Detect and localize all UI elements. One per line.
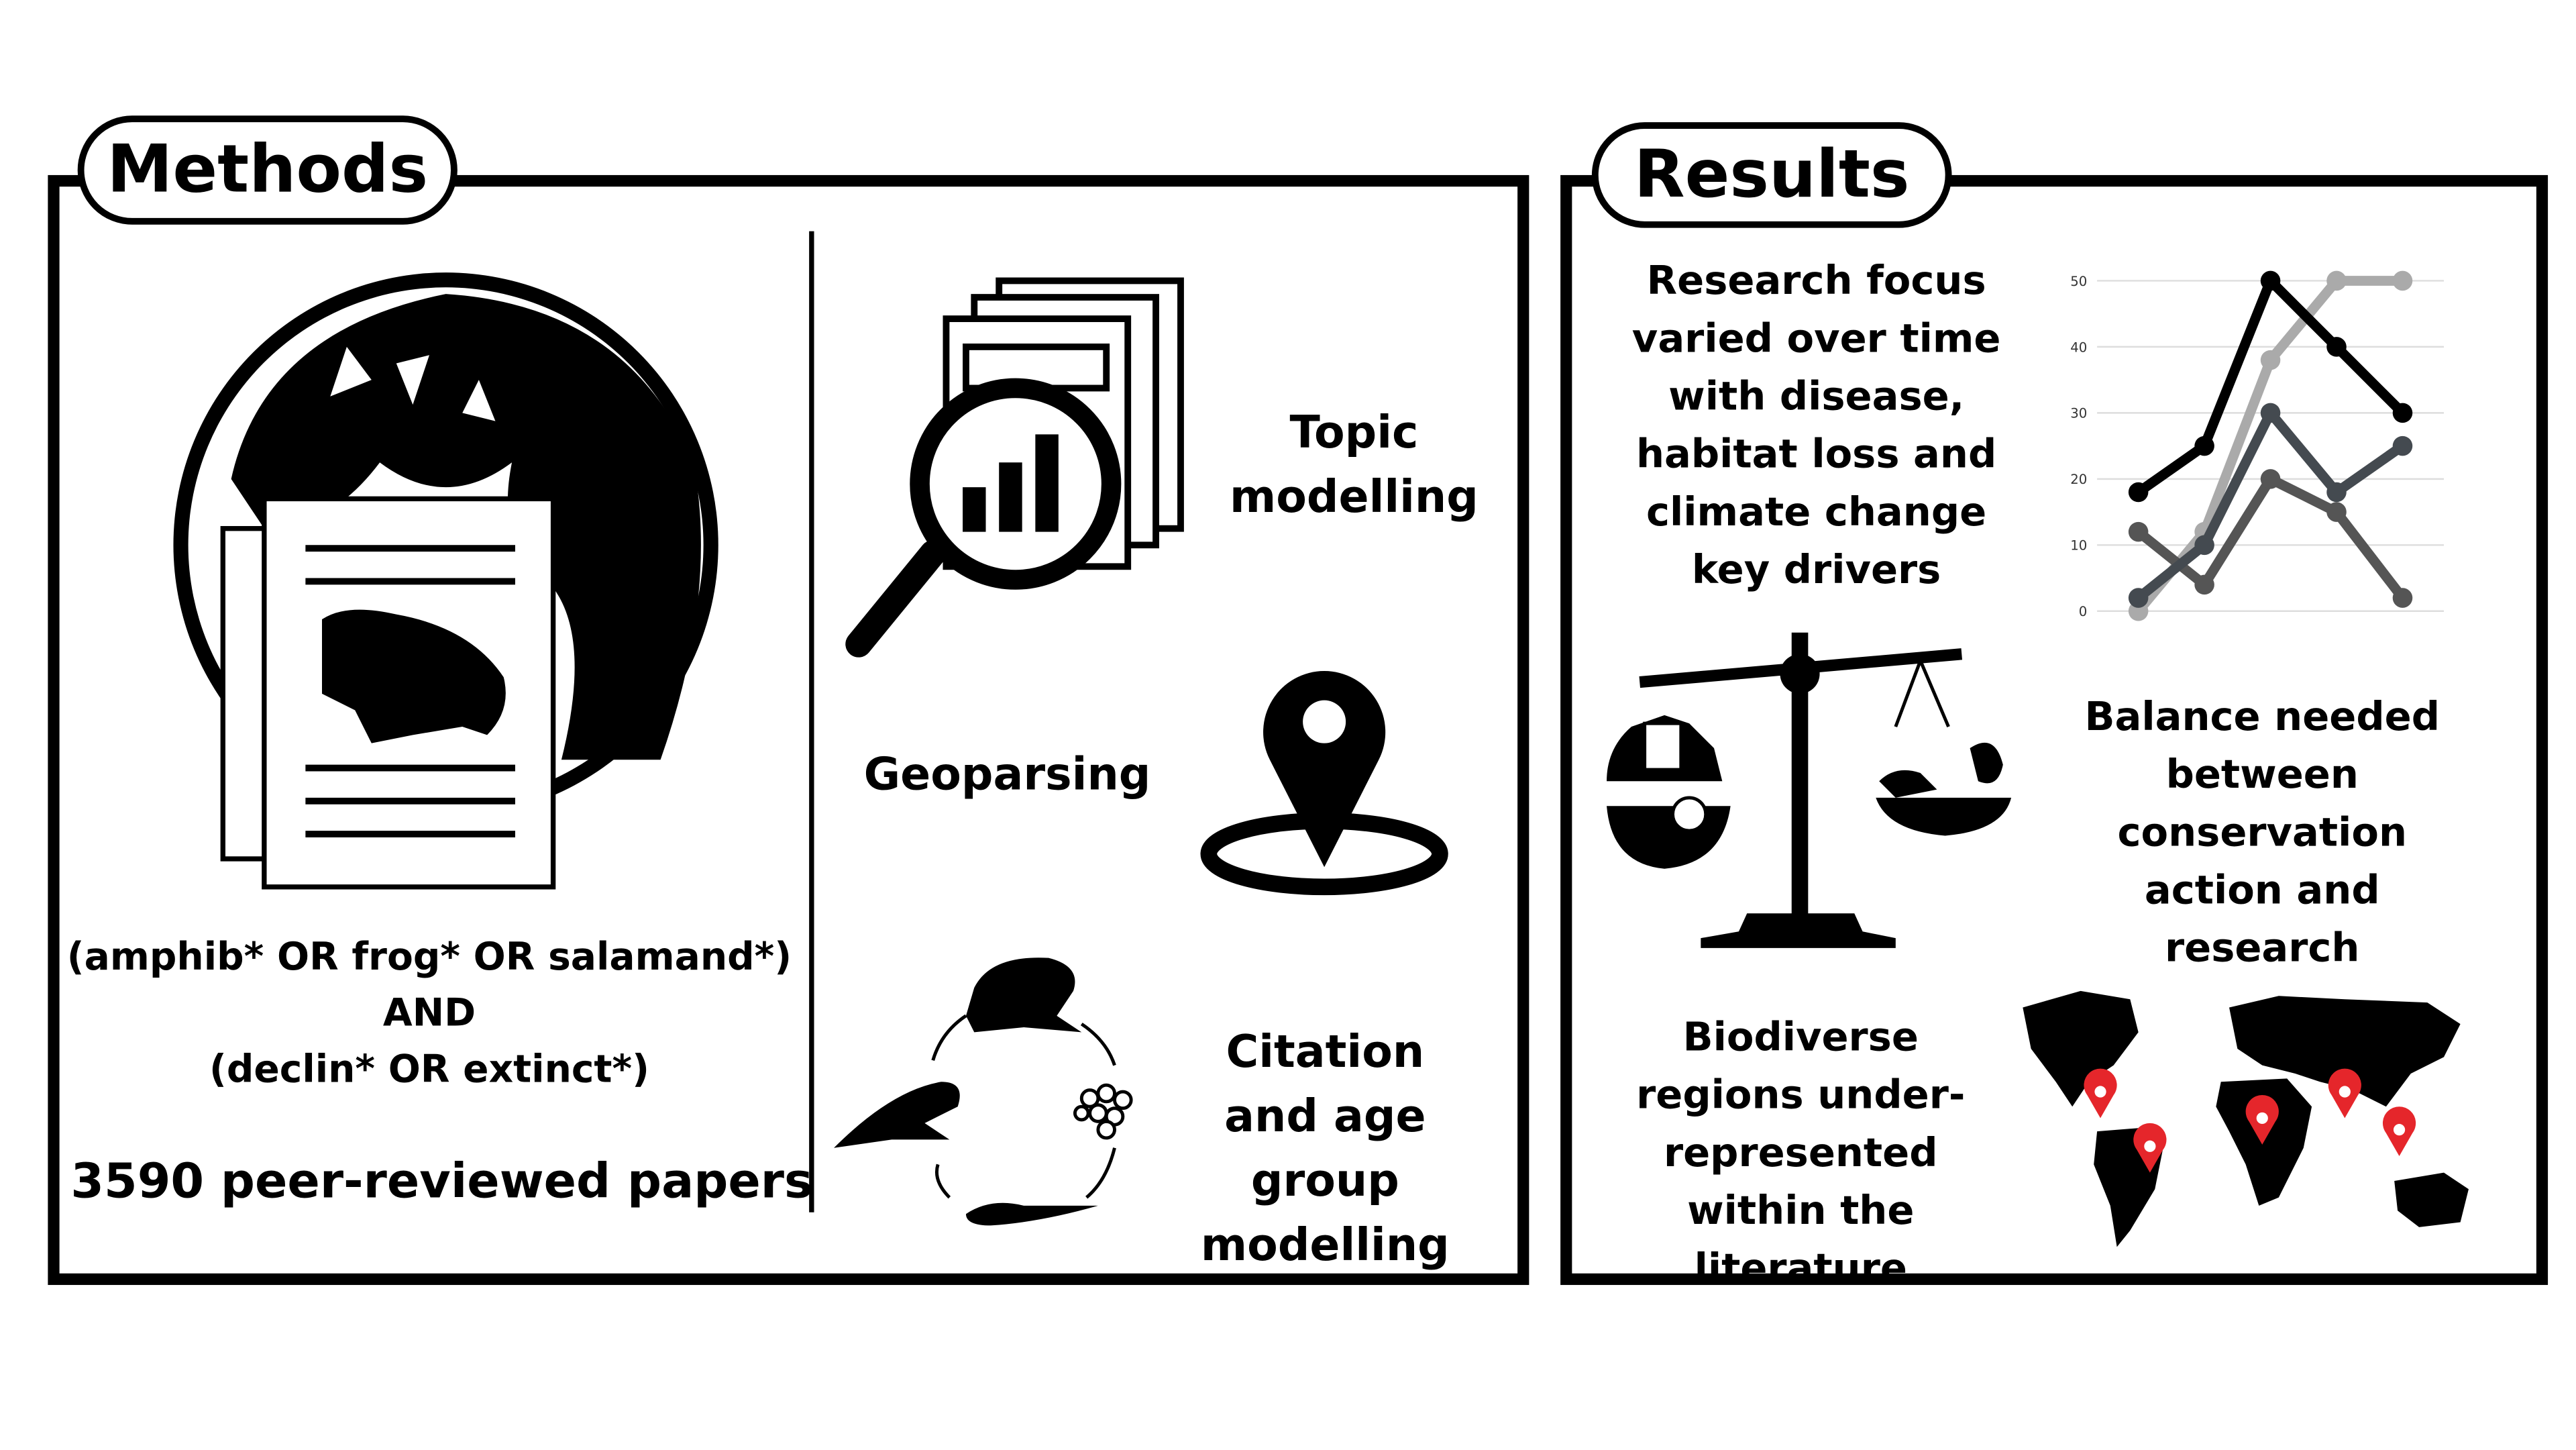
topic-trend-line-chart: 0 10 20 30 40 50 (2070, 270, 2445, 621)
data-point-series-2 (2194, 574, 2214, 595)
data-point-series-3 (2194, 535, 2214, 556)
y-tick-label: 50 (2070, 274, 2087, 289)
results-title: Results (1591, 122, 1952, 228)
methods-title: Methods (77, 115, 458, 225)
data-point-series-4 (2128, 482, 2149, 503)
data-point-series-2 (2260, 469, 2281, 489)
geoparsing-label: Geoparsing (863, 749, 1151, 801)
methods-divider (809, 231, 814, 1212)
data-point-series-1 (2260, 350, 2281, 370)
data-point-series-4 (2194, 435, 2214, 456)
frog-life-cycle-icon (834, 957, 1133, 1226)
data-point-series-1 (2326, 270, 2347, 291)
series-line-series-2 (2135, 474, 2407, 601)
data-point-series-3 (2326, 482, 2347, 503)
y-tick-label: 40 (2070, 340, 2087, 355)
y-tick-label: 10 (2070, 538, 2087, 554)
location-pin-icon (1200, 671, 1448, 896)
data-point-series-4 (2326, 337, 2347, 357)
paper-count: 3590 peer-reviewed papers (70, 1153, 813, 1209)
y-tick-label: 30 (2070, 406, 2087, 421)
documents-magnifier-icon (845, 277, 1184, 658)
globe-paper-frog-icon (173, 272, 718, 890)
data-point-series-3 (2392, 435, 2413, 456)
y-tick-label: 20 (2070, 472, 2087, 487)
search-query-line-3: (declin* OR extinct*) (209, 1049, 649, 1092)
data-point-series-3 (2260, 403, 2281, 423)
balance-text: Balance needed between conservation acti… (2084, 693, 2440, 972)
data-point-series-3 (2128, 588, 2149, 608)
series-line-series-4 (2135, 276, 2406, 497)
data-point-series-4 (2260, 270, 2281, 291)
data-point-series-2 (2326, 502, 2347, 522)
citation-modelling-label: Citation and age group modelling (1200, 1027, 1450, 1272)
balance-scale-icon (1607, 632, 2012, 948)
research-focus-text: Research focus varied over time with dis… (1631, 257, 2001, 593)
series-line-series-3 (2135, 407, 2406, 602)
data-point-series-1 (2392, 270, 2413, 291)
data-point-series-4 (2392, 403, 2413, 423)
search-query-line-2: AND (382, 992, 476, 1036)
search-query-line-1: (amphib* OR frog* OR salamand*) (66, 936, 792, 980)
data-point-series-2 (2392, 588, 2413, 608)
world-map-icon (2023, 990, 2469, 1247)
data-point-series-2 (2128, 521, 2149, 542)
y-tick-label: 0 (2079, 604, 2088, 619)
topic-modelling-label: Topic modelling (1230, 407, 1479, 524)
biodiverse-regions-text: Biodiverse regions under-represented wit… (1636, 1014, 1966, 1292)
